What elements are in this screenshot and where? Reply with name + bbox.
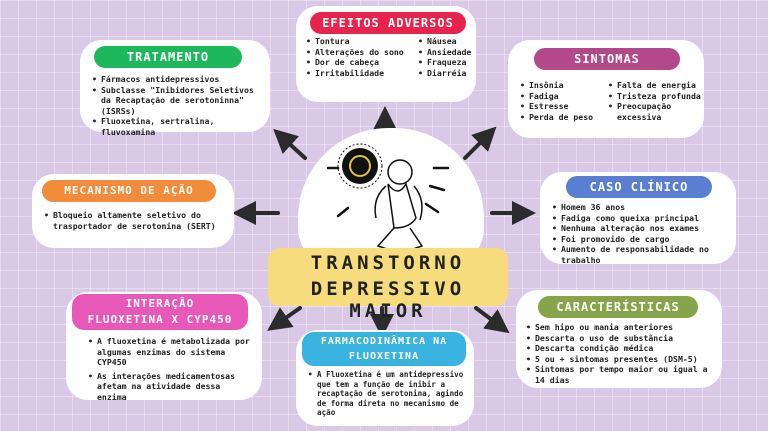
list-item: Falta de energia: [608, 80, 704, 91]
list-interacao: A fluoxetina é metabolizada por algumas …: [88, 336, 252, 402]
title-interacao-line2: FLUOXETINA X CYP450: [87, 313, 233, 326]
list-item: Fadiga como queixa principal: [552, 213, 732, 224]
arrow-tratamento: [273, 128, 307, 160]
card-caracteristicas: CARACTERÍSTICAS Sem hipo ou mania anteri…: [516, 290, 722, 388]
list-tratamento: Fármacos antidepressivos Subclasse "Inib…: [92, 74, 262, 137]
list-item: Homem 36 anos: [552, 202, 732, 213]
list-item: Diarréia: [418, 68, 478, 79]
list-item: Ansiedade: [418, 47, 478, 58]
title-interacao: INTERAÇÃO FLUOXETINA X CYP450: [72, 294, 248, 330]
list-item: Irritabilidade: [306, 68, 410, 79]
title-farmacodinamica: FARMACODINÂMICA NA FLUOXETINA: [302, 332, 466, 366]
scribble-cloud-icon: [337, 143, 383, 189]
sad-person-illustration: [326, 143, 450, 251]
card-sintomas: SINTOMAS Insônia Fadiga Estresse Perda d…: [508, 40, 704, 138]
list-item: A fluoxetina é metabolizada por algumas …: [88, 336, 252, 368]
list-farmacodinamica: A Fluoxetina é um antidepressivo que tem…: [308, 370, 468, 418]
list-item: Fadiga: [520, 91, 600, 102]
title-farmacodinamica-line1: FARMACODINÂMICA NA: [320, 336, 448, 347]
arrow-sintomas: [463, 126, 497, 160]
list-item: Bloqueio altamente seletivo do trasporta…: [44, 210, 226, 231]
center-figure-circle: [298, 128, 484, 268]
list-item: Estresse: [520, 101, 600, 112]
list-item: As interações medicamentosas afetam na a…: [88, 371, 252, 403]
title-interacao-line1: INTERAÇÃO: [125, 297, 195, 310]
list-item: Perda de peso: [520, 112, 600, 123]
list-mecanismo: Bloqueio altamente seletivo do trasporta…: [44, 210, 226, 231]
list-item: A Fluoxetina é um antidepressivo que tem…: [308, 370, 468, 418]
list-item: Foi promovido de cargo: [552, 234, 732, 245]
list-item: Descarta o uso de substância: [526, 333, 720, 344]
title-sintomas: SINTOMAS: [534, 48, 680, 70]
list-item: Sintomas por tempo maior ou igual a 14 d…: [526, 364, 720, 385]
title-mecanismo: MECANISMO DE AÇÃO: [42, 180, 216, 202]
card-tratamento: TRATAMENTO Fármacos antidepressivos Subc…: [80, 40, 270, 137]
title-caracteristicas: CARACTERÍSTICAS: [538, 296, 698, 318]
card-farmacodinamica: FARMACODINÂMICA NA FLUOXETINA A Fluoxeti…: [296, 330, 474, 426]
list-caso-clinico: Homem 36 anos Fadiga como queixa princip…: [552, 202, 732, 265]
list-caracteristicas: Sem hipo ou mania anteriores Descarta o …: [526, 322, 720, 385]
list-item: Fraqueza: [418, 57, 478, 68]
arrow-caracteristicas: [474, 306, 510, 334]
card-caso-clinico: CASO CLÍNICO Homem 36 anos Fadiga como q…: [540, 172, 736, 265]
list-item: Insônia: [520, 80, 600, 91]
card-mecanismo: MECANISMO DE AÇÃO Bloqueio altamente sel…: [32, 174, 234, 248]
list-item: Aumento de responsabilidade no trabalho: [552, 244, 732, 265]
list-item: Tristeza profunda: [608, 91, 704, 102]
list-item: Nenhuma alteração nos exames: [552, 223, 732, 234]
list-sintomas-col1: Insônia Fadiga Estresse Perda de peso: [520, 80, 600, 122]
title-tratamento: TRATAMENTO: [94, 46, 242, 68]
list-item: Alterações do sono: [306, 47, 410, 58]
list-item: Fármacos antidepressivos: [92, 74, 262, 85]
list-item: Subclasse "Inibidores Seletivos da Recap…: [92, 85, 262, 117]
title-farmacodinamica-line2: FLUOXETINA: [348, 351, 420, 362]
list-item: 5 ou + sintomas presentes (DSM-5): [526, 354, 720, 365]
list-item: Náusea: [418, 36, 478, 47]
list-item: Sem hipo ou mania anteriores: [526, 322, 720, 333]
title-efeitos-adversos: EFEITOS ADVERSOS: [310, 12, 466, 34]
center-title-box: TRANSTORNO DEPRESSIVO MAIOR: [268, 248, 508, 322]
title-caso-clinico: CASO CLÍNICO: [566, 176, 712, 198]
list-efeitos-col2: Náusea Ansiedade Fraqueza Diarréia: [418, 36, 478, 78]
center-title-line2: DEPRESSIVO MAIOR: [310, 278, 466, 322]
card-interacao: INTERAÇÃO FLUOXETINA X CYP450 A fluoxeti…: [66, 292, 262, 402]
list-sintomas-col2: Falta de energia Tristeza profunda Preoc…: [608, 80, 704, 122]
center-title-line1: TRANSTORNO: [310, 252, 466, 274]
list-efeitos-col1: Tontura Alterações do sono Dor de cabeça…: [306, 36, 410, 78]
list-item: Preocupação excessiva: [608, 101, 704, 122]
card-efeitos-adversos: EFEITOS ADVERSOS Tontura Alterações do s…: [296, 6, 476, 102]
arrow-interacao: [267, 306, 302, 331]
list-item: Fluoxetina, sertralina, fluvoxamina: [92, 116, 262, 137]
list-item: Dor de cabeça: [306, 57, 410, 68]
list-item: Descarta condição médica: [526, 343, 720, 354]
list-item: Tontura: [306, 36, 410, 47]
